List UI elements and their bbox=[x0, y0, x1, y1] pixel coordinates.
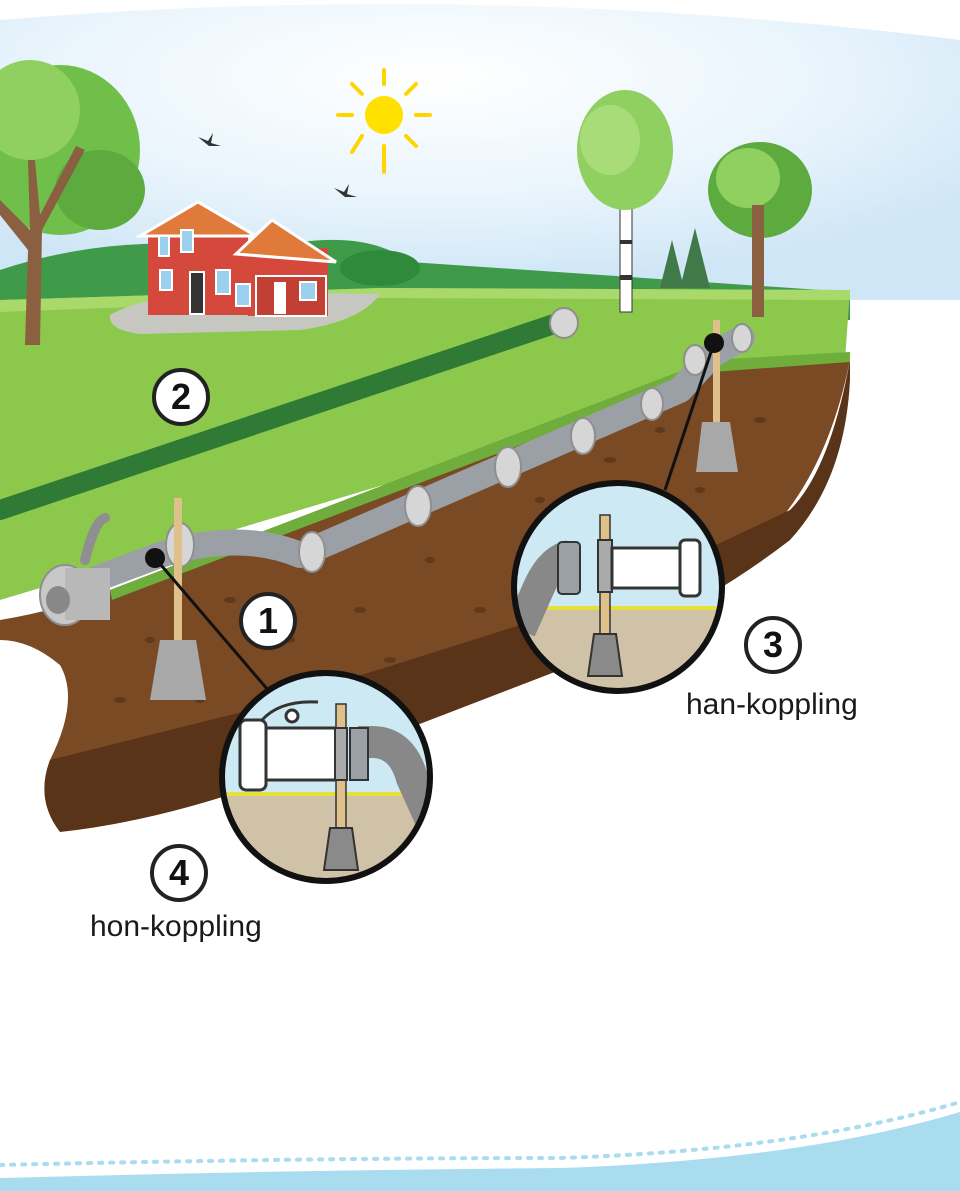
tree-icon bbox=[680, 228, 710, 288]
callout-line-4 bbox=[153, 557, 270, 691]
trench-soil bbox=[0, 360, 850, 830]
buried-pipe bbox=[0, 312, 570, 520]
tree-icon bbox=[577, 90, 673, 313]
marker-1: 1 bbox=[239, 592, 297, 650]
marker-2: 2 bbox=[152, 368, 210, 426]
tree-icon bbox=[660, 240, 684, 288]
pipe-end-cap bbox=[549, 307, 579, 339]
callout-line-3 bbox=[663, 342, 716, 491]
female-coupling-label: hon-koppling bbox=[90, 910, 262, 943]
post-icon bbox=[696, 320, 738, 472]
bird-icon bbox=[334, 184, 357, 197]
hydrant-icon bbox=[39, 513, 110, 626]
tree-icon bbox=[708, 142, 812, 317]
marker-3: 3 bbox=[744, 616, 802, 674]
male-coupling-label: han-koppling bbox=[686, 688, 858, 721]
male-coupling-zoom bbox=[511, 480, 725, 694]
lawn bbox=[0, 288, 850, 600]
post-icon bbox=[150, 498, 206, 700]
bird-icon bbox=[198, 133, 221, 146]
sun-icon bbox=[336, 68, 432, 174]
marker-4: 4 bbox=[150, 844, 208, 902]
female-coupling-zoom bbox=[219, 670, 433, 884]
house-icon bbox=[134, 200, 337, 317]
tree-icon bbox=[0, 60, 145, 345]
footer-wave bbox=[0, 1112, 960, 1191]
